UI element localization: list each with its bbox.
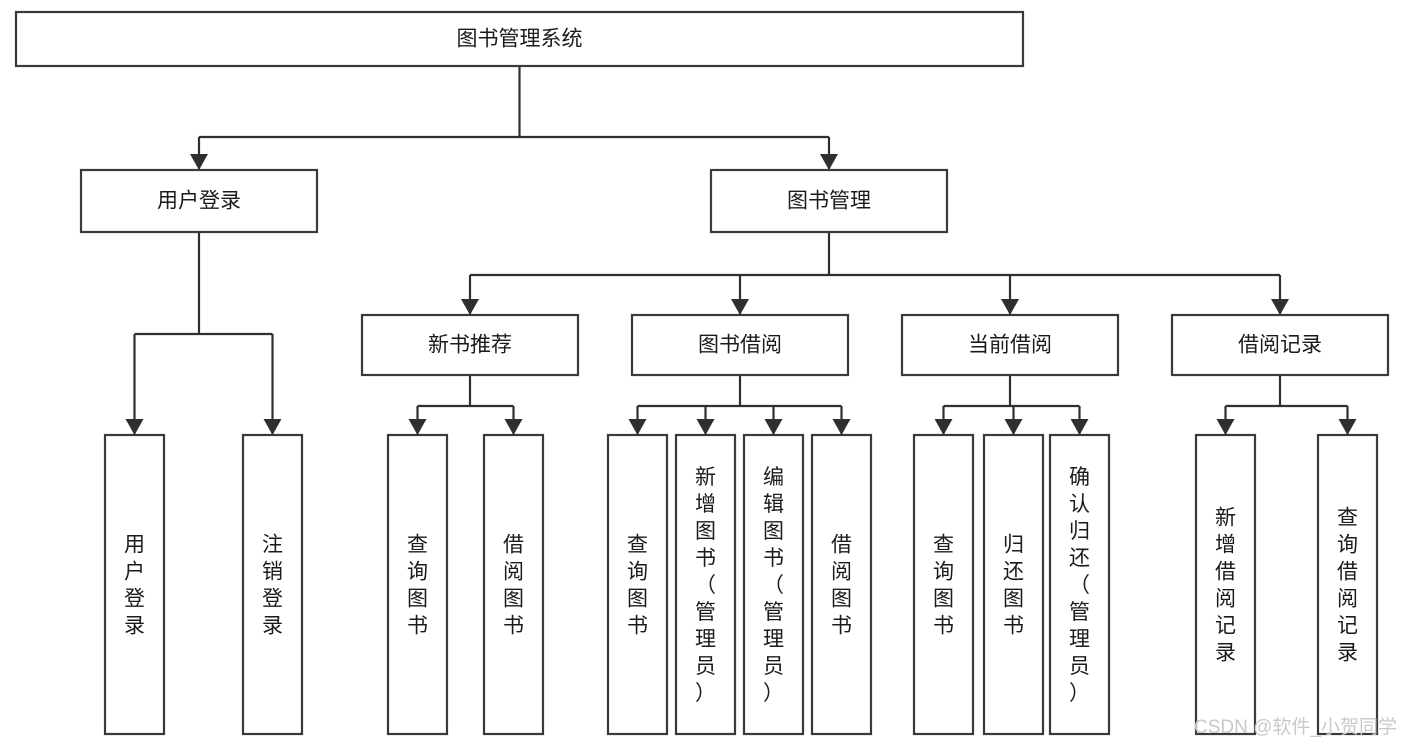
node-label-current-borrow: 当前借阅 [968, 334, 1052, 357]
arrow-head-icon [1216, 419, 1235, 435]
node-leaf-borrow-edit-book[interactable]: 编辑图书（管理员） [742, 433, 805, 736]
node-layer: 图书管理系统用户登录图书管理新书推荐图书借阅当前借阅借阅记录用户登录注销登录查询… [14, 10, 1390, 736]
arrow-head-icon [731, 299, 749, 315]
node-label-user-login: 用户登录 [157, 190, 241, 213]
node-box-leaf-borrow-add-book [674, 433, 737, 736]
node-box-borrow-record [1170, 313, 1390, 377]
node-label-leaf-user-logout: 注销登录 [262, 534, 283, 638]
arrow-head-icon [696, 419, 715, 435]
node-leaf-rec-query-book[interactable]: 查询图书 [386, 433, 449, 736]
arrow-head-icon [628, 419, 647, 435]
node-label-leaf-record-add: 新增借阅记录 [1215, 507, 1236, 665]
arrow-head-icon [764, 419, 783, 435]
node-box-leaf-user-login [103, 433, 166, 736]
node-label-root: 图书管理系统 [457, 28, 583, 51]
node-box-root [14, 10, 1025, 68]
node-label-book-borrow: 图书借阅 [698, 334, 782, 357]
connector-layer [125, 66, 1357, 435]
node-label-leaf-rec-query-book: 查询图书 [407, 534, 428, 638]
arrow-head-icon [832, 419, 851, 435]
node-leaf-record-query[interactable]: 查询借阅记录 [1316, 433, 1379, 736]
node-label-leaf-current-confirm-return: 确认归还（管理员） [1069, 466, 1090, 705]
node-box-current-borrow [900, 313, 1120, 377]
node-label-leaf-borrow-query-book: 查询图书 [627, 534, 648, 638]
node-leaf-current-confirm-return[interactable]: 确认归还（管理员） [1048, 433, 1111, 736]
node-new-book-recommend[interactable]: 新书推荐 [360, 313, 580, 377]
arrow-head-icon [504, 419, 523, 435]
node-label-leaf-current-query-book: 查询图书 [933, 534, 954, 638]
node-box-leaf-current-query-book [912, 433, 975, 736]
node-box-leaf-borrow-edit-book [742, 433, 805, 736]
node-leaf-borrow-query-book[interactable]: 查询图书 [606, 433, 669, 736]
node-box-user-login [79, 168, 319, 234]
arrow-head-icon [408, 419, 427, 435]
node-leaf-record-add[interactable]: 新增借阅记录 [1194, 433, 1257, 736]
csdn-watermark: CSDN @软件_小贺同学 [1194, 716, 1397, 738]
arrow-head-icon [1271, 299, 1289, 315]
node-box-leaf-current-return-book [982, 433, 1045, 736]
node-book-borrow[interactable]: 图书借阅 [630, 313, 850, 377]
arrow-head-icon [1004, 419, 1023, 435]
node-leaf-current-query-book[interactable]: 查询图书 [912, 433, 975, 736]
arrow-head-icon [1070, 419, 1089, 435]
node-label-leaf-borrow-add-book: 新增图书（管理员） [695, 466, 716, 705]
node-leaf-borrow-borrow-book[interactable]: 借阅图书 [810, 433, 873, 736]
arrow-head-icon [820, 154, 838, 170]
node-leaf-borrow-add-book[interactable]: 新增图书（管理员） [674, 433, 737, 736]
arrow-head-icon [461, 299, 479, 315]
node-box-leaf-borrow-borrow-book [810, 433, 873, 736]
node-label-leaf-rec-borrow-book: 借阅图书 [503, 534, 524, 638]
node-leaf-user-logout[interactable]: 注销登录 [241, 433, 304, 736]
node-leaf-current-return-book[interactable]: 归还图书 [982, 433, 1045, 736]
node-box-leaf-rec-borrow-book [482, 433, 545, 736]
arrow-head-icon [934, 419, 953, 435]
node-leaf-rec-borrow-book[interactable]: 借阅图书 [482, 433, 545, 736]
node-label-new-book-recommend: 新书推荐 [428, 334, 512, 357]
node-borrow-record[interactable]: 借阅记录 [1170, 313, 1390, 377]
node-box-leaf-rec-query-book [386, 433, 449, 736]
node-label-leaf-user-login: 用户登录 [124, 534, 145, 638]
node-current-borrow[interactable]: 当前借阅 [900, 313, 1120, 377]
arrow-head-icon [1001, 299, 1019, 315]
node-box-new-book-recommend [360, 313, 580, 377]
node-user-login[interactable]: 用户登录 [79, 168, 319, 234]
node-box-book-borrow [630, 313, 850, 377]
node-book-manage[interactable]: 图书管理 [709, 168, 949, 234]
node-box-leaf-current-confirm-return [1048, 433, 1111, 736]
node-label-leaf-borrow-borrow-book: 借阅图书 [831, 534, 852, 638]
node-box-leaf-record-add [1194, 433, 1257, 736]
arrow-head-icon [190, 154, 208, 170]
node-label-leaf-borrow-edit-book: 编辑图书（管理员） [763, 466, 784, 705]
node-box-leaf-record-query [1316, 433, 1379, 736]
node-root[interactable]: 图书管理系统 [14, 10, 1025, 68]
arrow-head-icon [1338, 419, 1357, 435]
node-leaf-user-login[interactable]: 用户登录 [103, 433, 166, 736]
node-label-borrow-record: 借阅记录 [1238, 334, 1322, 357]
node-box-leaf-borrow-query-book [606, 433, 669, 736]
node-box-leaf-user-logout [241, 433, 304, 736]
arrow-head-icon [125, 419, 144, 435]
node-box-book-manage [709, 168, 949, 234]
node-label-book-manage: 图书管理 [787, 190, 871, 213]
node-label-leaf-current-return-book: 归还图书 [1003, 534, 1024, 638]
arrow-head-icon [263, 419, 282, 435]
node-label-leaf-record-query: 查询借阅记录 [1337, 507, 1358, 665]
